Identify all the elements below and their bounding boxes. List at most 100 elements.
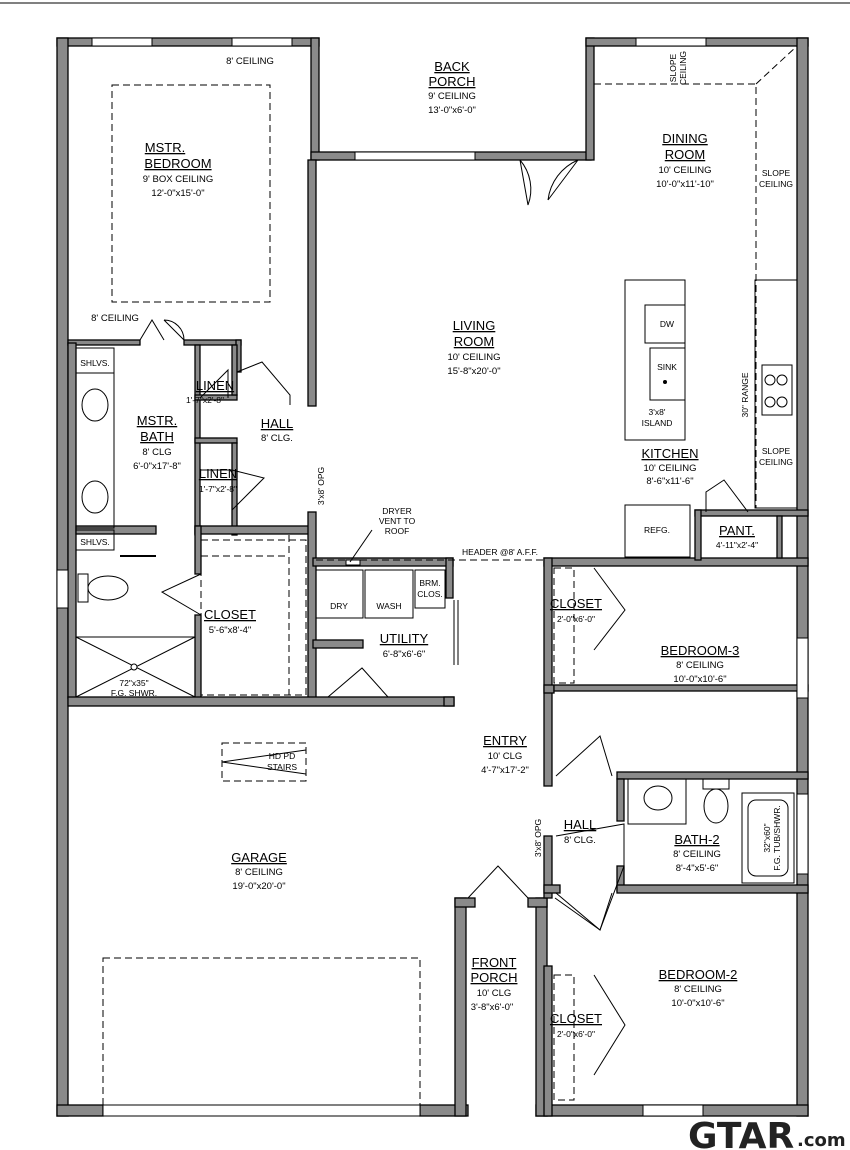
- door-bed2: [554, 892, 613, 931]
- label-shlvs-bottom: SHLVS.: [80, 537, 110, 547]
- label-mstr-bath-1: MSTR.: [137, 413, 177, 428]
- svg-text:SLOPE: SLOPE: [668, 54, 678, 83]
- toilet-tank: [702, 778, 730, 790]
- label-pantry: PANT.: [719, 523, 755, 538]
- label-bath-2: BATH-2: [674, 832, 719, 847]
- door-closet: [160, 573, 202, 616]
- wall-utility-corner: [443, 696, 455, 707]
- label-linen-2: LINEN: [199, 466, 237, 481]
- wall-bedroom3-north: [543, 557, 809, 567]
- label-dw: DW: [660, 319, 674, 329]
- svg-text:15'-8"x20'-0": 15'-8"x20'-0": [447, 366, 500, 377]
- garage-door-outline: [102, 957, 421, 1106]
- svg-text:CEILING: CEILING: [759, 179, 793, 189]
- wall-bedroom3-south: [553, 684, 809, 692]
- vanity-bath2: [627, 778, 687, 825]
- svg-text:VENT TO: VENT TO: [379, 516, 416, 526]
- label-linen-1: LINEN: [196, 378, 234, 393]
- window-bed3: [796, 637, 809, 699]
- wall-closet-top: [194, 525, 314, 535]
- svg-text:CEILING: CEILING: [678, 51, 688, 85]
- door-pantry: [705, 479, 749, 513]
- window-dining: [635, 37, 707, 47]
- wall-linen-1-bottom: [194, 394, 238, 401]
- fixtures: [75, 279, 798, 884]
- wall-pantry-east: [776, 515, 783, 559]
- shower-drain-icon: [130, 663, 138, 671]
- svg-text:8'-4"x5'-6": 8'-4"x5'-6": [676, 863, 719, 874]
- wall-utility-east-stub: [445, 557, 454, 599]
- shower-icon: [75, 636, 196, 698]
- svg-text:19'-0"x20'-0": 19'-0"x20'-0": [232, 881, 285, 892]
- label-dry: DRY: [330, 601, 348, 611]
- svg-text:8' CEILING: 8' CEILING: [235, 867, 283, 878]
- closet-shelving-outline: [200, 539, 307, 696]
- label-mstr-bath-2: BATH: [140, 429, 174, 444]
- svg-text:1'-7"x2'-8": 1'-7"x2'-8": [186, 395, 224, 405]
- door-utility: [327, 667, 389, 698]
- label-bedroom-3: BEDROOM-3: [661, 643, 740, 658]
- toilet-icon: [87, 575, 129, 601]
- svg-text:9' CEILING: 9' CEILING: [428, 91, 476, 102]
- wall-mbath-top-left: [67, 339, 141, 346]
- svg-text:1'-7"x2'-8": 1'-7"x2'-8": [199, 484, 237, 494]
- note-ceiling-8-mid: 8' CEILING: [91, 313, 139, 324]
- wall-utility-north: [312, 557, 454, 567]
- door-closet3-bifold: [551, 567, 626, 680]
- room-labels: BACK PORCH 9' CEILING 13'-0"x6'-0" 8' CE…: [80, 51, 793, 1039]
- wall-hall2-south-stub: [543, 884, 561, 894]
- walls: [56, 37, 809, 1117]
- label-closet-3: CLOSET: [550, 596, 602, 611]
- wall-porch-top-right: [527, 897, 548, 908]
- svg-text:4'-11"x2'-4": 4'-11"x2'-4": [716, 540, 758, 550]
- wall-closet3-bottom: [543, 684, 555, 694]
- label-dining-2: ROOM: [665, 147, 705, 162]
- window-mbath: [56, 569, 69, 609]
- wall-bath2-south: [616, 884, 809, 894]
- stairs-lines: [221, 749, 307, 775]
- wall-hall2-west-top: [543, 557, 553, 787]
- wall-porch-left: [310, 37, 320, 161]
- door-front: [467, 865, 529, 899]
- wall-porch-top-left: [454, 897, 476, 908]
- door-hall-bath: [555, 823, 625, 931]
- door-bed3: [555, 735, 613, 777]
- garage-door-opening: [102, 1104, 421, 1117]
- wall-hall2-west-bottom: [543, 835, 553, 899]
- label-closet-2: CLOSET: [550, 1011, 602, 1026]
- svg-text:F.G. SHWR.: F.G. SHWR.: [111, 688, 157, 698]
- logo-suffix: .com: [797, 1130, 846, 1150]
- label-utility: UTILITY: [380, 631, 429, 646]
- label-wash: WASH: [376, 601, 401, 611]
- window-mbed-2: [231, 37, 293, 47]
- window-mbed-1: [91, 37, 153, 47]
- door-mbed-double: [139, 319, 185, 341]
- wall-mbath-west: [67, 342, 77, 699]
- svg-text:8' CLG.: 8' CLG.: [261, 433, 293, 444]
- window-bed2: [642, 1104, 704, 1117]
- wall-linen-1-east: [231, 344, 238, 396]
- svg-text:DRYER: DRYER: [382, 506, 412, 516]
- burner-icon: [776, 374, 788, 386]
- wall-bath2-west-top: [616, 778, 625, 822]
- wall-linen-2-east: [231, 442, 238, 536]
- label-shlvs-top: SHLVS.: [80, 358, 110, 368]
- washer-icon: [364, 569, 414, 619]
- label-dining-1: DINING: [662, 131, 708, 146]
- svg-text:13'-0"x6'-0": 13'-0"x6'-0": [428, 105, 476, 116]
- svg-text:72"x35": 72"x35": [119, 678, 148, 688]
- shelves-bottom: [75, 529, 115, 551]
- closet-shelf-line: [201, 535, 290, 695]
- wall-closet-west-top: [194, 525, 202, 575]
- door-linen-2: [200, 469, 265, 511]
- tub-inner: [747, 799, 789, 877]
- dining-slope-outline: [593, 45, 798, 508]
- sink-icon: [81, 388, 109, 422]
- svg-text:10' CLG: 10' CLG: [477, 988, 512, 999]
- label-hall-2: HALL: [564, 817, 597, 832]
- window-bath2: [796, 793, 809, 875]
- svg-text:ISLAND: ISLAND: [642, 418, 673, 428]
- svg-text:6'-0"x17'-8": 6'-0"x17'-8": [133, 461, 181, 472]
- svg-text:8'-6"x11'-6": 8'-6"x11'-6": [646, 476, 693, 487]
- svg-text:8' CEILING: 8' CEILING: [674, 984, 722, 995]
